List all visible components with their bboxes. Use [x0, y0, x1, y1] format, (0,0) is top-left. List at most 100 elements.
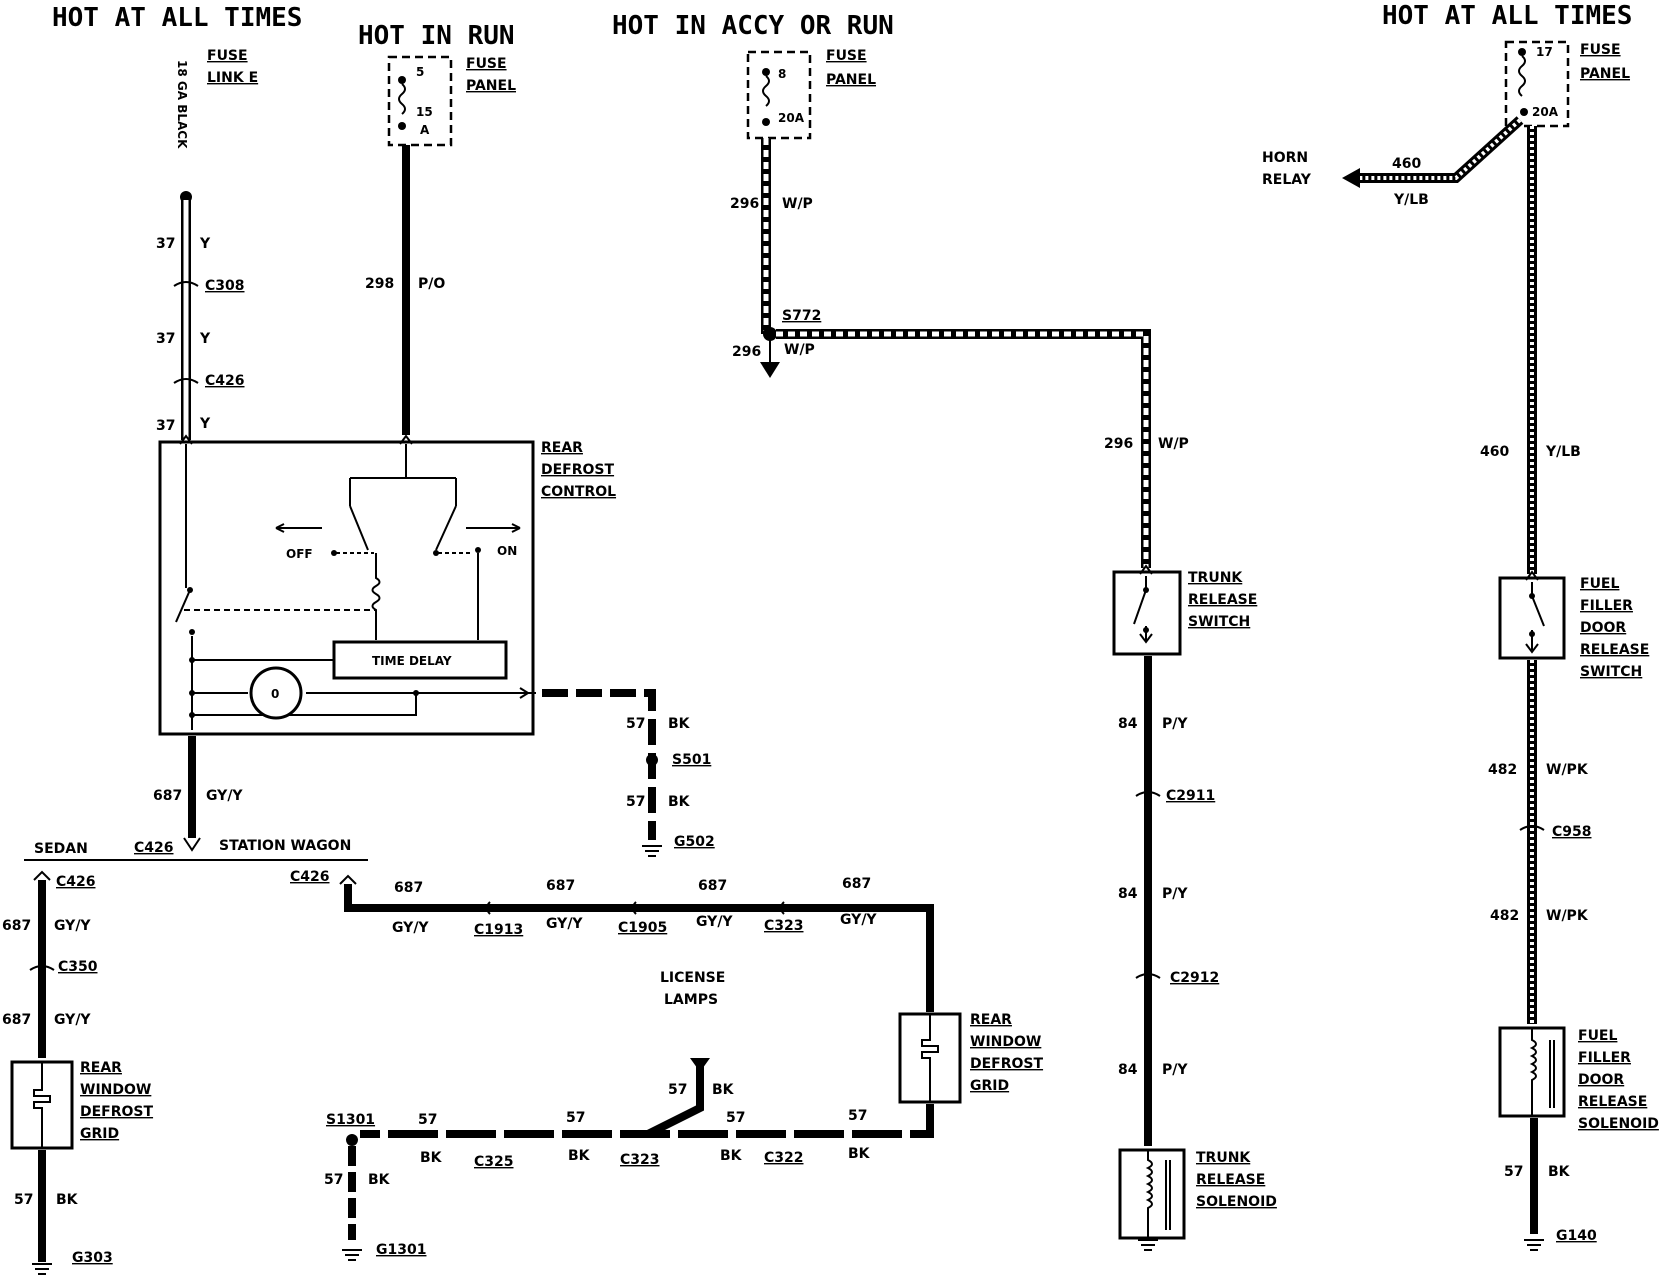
fuse-link-gauge: 18 GA BLACK	[175, 60, 189, 149]
arrow-37-in	[179, 434, 193, 445]
wire-84-num-3: 84	[1118, 1062, 1138, 1078]
fuse-17-box	[1504, 40, 1570, 128]
connector-c1905-label: C1905	[618, 920, 667, 936]
wire-37-num-2: 37	[156, 331, 175, 347]
wire-37-num-1: 37	[156, 236, 175, 252]
license-seg3-color: BK	[720, 1148, 743, 1164]
wire-460-fuel-num: 460	[1480, 444, 1509, 460]
control-node-4	[413, 690, 419, 696]
wagon-seg1-num: 687	[394, 880, 423, 896]
option-wagon-label: STATION WAGON	[219, 838, 351, 854]
fuel-solenoid-title-4: RELEASE	[1578, 1094, 1647, 1110]
connector-c958-symbol	[1519, 825, 1545, 831]
connector-c2912-label: C2912	[1170, 970, 1219, 986]
control-output-arrow	[519, 687, 529, 699]
wire-296-num-2: 296	[732, 344, 761, 360]
fuse-5-element	[398, 83, 406, 115]
wagon-c426-label: C426	[290, 869, 330, 885]
license-seg4-num: 57	[848, 1108, 867, 1124]
connector-c1913-label: C1913	[474, 922, 523, 938]
trunk-solenoid-title-2: RELEASE	[1196, 1172, 1265, 1188]
wire-84-color-3: P/Y	[1162, 1062, 1188, 1078]
sedan-c426-label: C426	[56, 874, 96, 890]
sedan-wire-687-num-1: 687	[2, 918, 31, 934]
fuel-switch-title-2: FILLER	[1580, 598, 1633, 614]
connector-c2912-symbol	[1135, 973, 1161, 979]
rear-defrost-control-box	[158, 440, 535, 736]
wire-296-color-1: W/P	[782, 196, 813, 212]
splice-s772	[763, 327, 777, 341]
license-lamp-terminal	[690, 1058, 710, 1072]
header-hot-in-accy-or-run: HOT IN ACCY OR RUN	[612, 11, 894, 41]
wagon-grid-title-3: DEFROST	[970, 1056, 1044, 1072]
wire-460-fuel-color: Y/LB	[1545, 444, 1581, 460]
fuel-switch-contact-bottom	[1529, 631, 1535, 637]
fuse-17-node-bottom	[1520, 108, 1528, 116]
trunk-switch-title-3: SWITCH	[1188, 614, 1250, 630]
license-branch-color: BK	[712, 1082, 735, 1098]
wire-57-control-ground	[542, 689, 656, 840]
fuel-switch-title-5: SWITCH	[1580, 664, 1642, 680]
wire-298-num: 298	[365, 276, 394, 292]
wire-84-color-1: P/Y	[1162, 716, 1188, 732]
wagon-grid-title: REAR	[970, 1012, 1012, 1028]
fuse-5-panel-title: FUSE	[466, 56, 507, 72]
fuel-switch-title: FUEL	[1580, 576, 1619, 592]
ground-g140-symbol	[1524, 1239, 1544, 1251]
ground-g1301-label: G1301	[376, 1242, 426, 1258]
sedan-wire-687-color-1: GY/Y	[54, 918, 91, 934]
sedan-wire-57-num: 57	[14, 1192, 33, 1208]
license-ground-color: BK	[368, 1172, 391, 1188]
wire-687-main-color: GY/Y	[206, 788, 243, 804]
connector-c322-label: C322	[764, 1150, 804, 1166]
license-seg3-num: 57	[726, 1110, 745, 1126]
connector-c426-top-label: C426	[205, 373, 245, 389]
fuse-8-node-bottom	[762, 118, 770, 126]
time-delay-label: TIME DELAY	[372, 654, 452, 668]
connector-c426-main-label: C426	[134, 840, 174, 856]
connector-c308-symbol	[173, 281, 199, 287]
trunk-solenoid-title-3: SOLENOID	[1196, 1194, 1277, 1210]
wire-296-down-arrow	[760, 362, 780, 378]
control-coil	[371, 553, 381, 640]
fuse-8-amps: 20A	[778, 111, 805, 125]
fuel-solenoid-title-5: SOLENOID	[1578, 1116, 1659, 1132]
wire-57-num-1: 57	[626, 716, 645, 732]
time-delay-box	[332, 640, 508, 680]
header-hot-in-run: HOT IN RUN	[358, 21, 515, 51]
header-hot-all-times-left: HOT AT ALL TIMES	[52, 3, 302, 33]
fuse-5-amps-unit: A	[420, 123, 430, 137]
wire-57-color-1: BK	[668, 716, 691, 732]
license-seg1-num: 57	[418, 1112, 437, 1128]
wire-57-fuel-num: 57	[1504, 1164, 1523, 1180]
fuse-17-node-top	[1518, 48, 1526, 56]
wire-296-trunk-outer	[776, 329, 1151, 568]
switch-off-label: OFF	[286, 547, 313, 561]
wire-84-color-2: P/Y	[1162, 886, 1188, 902]
ground-g303-symbol	[32, 1263, 52, 1275]
fuse-17-amps: 20A	[1532, 105, 1559, 119]
license-lamps-title-2: LAMPS	[664, 992, 718, 1008]
sedan-wire-687-color-2: GY/Y	[54, 1012, 91, 1028]
fuel-solenoid-title-3: DOOR	[1578, 1072, 1624, 1088]
ground-g502-label: G502	[674, 834, 715, 850]
license-lamp-branch	[646, 1062, 704, 1138]
fuse-17-panel-title-2: PANEL	[1580, 66, 1630, 82]
wagon-seg4-color: GY/Y	[840, 912, 877, 928]
ground-g502-symbol	[642, 845, 662, 857]
fuse-17-panel-title: FUSE	[1580, 42, 1621, 58]
sedan-c426-symbol	[33, 870, 51, 881]
wire-482-color-2: W/PK	[1546, 908, 1589, 924]
wire-296-trunk-inner	[776, 331, 1149, 568]
connector-c308-label: C308	[205, 278, 245, 294]
trunk-switch-contact-top	[1143, 587, 1149, 593]
fuse-5-panel-title-2: PANEL	[466, 78, 516, 94]
license-seg2-color: BK	[568, 1148, 591, 1164]
trunk-switch-contact-bottom	[1143, 627, 1149, 633]
fuse-5-number: 5	[416, 65, 424, 79]
wagon-grid-element	[921, 1014, 939, 1102]
fuse-8-panel-title-2: PANEL	[826, 72, 876, 88]
wire-482-color-1: W/PK	[1546, 762, 1589, 778]
wire-57-num-2: 57	[626, 794, 645, 810]
connector-c2911-label: C2911	[1166, 788, 1215, 804]
